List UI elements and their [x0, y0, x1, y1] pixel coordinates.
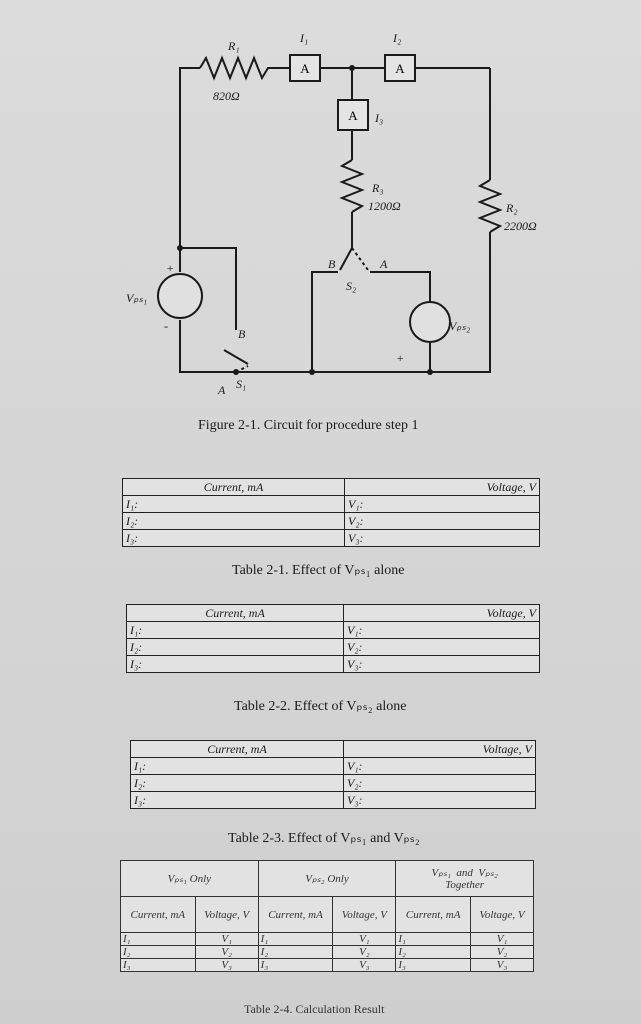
label-s2-b: B — [328, 257, 336, 271]
cell-v1: V₁: — [344, 495, 540, 513]
cell-v2: V₂: — [343, 774, 536, 792]
cell-i1: I₁: — [122, 495, 345, 513]
table-2-1-caption: Table 2-1. Effect of Vₚₛ₁ alone — [232, 563, 405, 578]
resistor-r1 — [199, 55, 290, 81]
table-2-4: Vₚₛ₁ Only Vₚₛ₂ Only Vₚₛ₁ and Vₚₛ₂ Togeth… — [120, 860, 534, 972]
cell-v2: V₂: — [343, 638, 540, 656]
circuit-diagram: A A A R₁ 820Ω I₁ I₂ I₃ R₃ 1200Ω R₂ 2200Ω… — [126, 31, 537, 397]
header-voltage-1: Voltage, V — [194, 896, 259, 933]
header-voltage-2: Voltage, V — [332, 896, 397, 933]
header-current: Current, mA — [122, 478, 345, 496]
cell-i1: I₁: — [126, 621, 344, 639]
cell-v3: V₃: — [343, 791, 536, 809]
label-plus-vps1: + — [166, 261, 174, 275]
cell-i3: I₃: — [130, 791, 344, 809]
label-i1: I₁ — [299, 31, 308, 45]
group-together: Vₚₛ₁ and Vₚₛ₂ Together — [395, 860, 534, 897]
label-r1-value: 820Ω — [213, 89, 240, 103]
label-r3-value: 1200Ω — [368, 199, 401, 213]
label-i2: I₂ — [392, 31, 401, 45]
cell-v3: V₃: — [344, 529, 540, 547]
table-2-1: Current, mA Voltage, V I₁: V₁: I₂: V₂: I… — [122, 478, 540, 547]
header-current: Current, mA — [126, 604, 344, 622]
source-vps2 — [409, 301, 451, 343]
table-2-3-caption: Table 2-3. Effect of Vₚₛ₁ and Vₚₛ₂ — [228, 831, 420, 846]
label-minus-vps1: - — [164, 319, 168, 333]
group-vps1-only: Vₚₛ₁ Only — [120, 860, 259, 897]
group-vps2-only: Vₚₛ₂ Only — [257, 860, 397, 897]
cell-i1: I₁: — [130, 757, 344, 775]
label-s1: S₁ — [236, 377, 246, 391]
header-voltage: Voltage, V — [343, 604, 540, 622]
ammeter-i1: A — [289, 54, 321, 82]
label-r2: R₂ — [505, 201, 518, 215]
label-r3: R₃ — [371, 181, 384, 195]
figure-caption: Figure 2-1. Circuit for procedure step 1 — [198, 418, 419, 433]
svg-text:A: A — [348, 108, 358, 123]
table-2-4-caption: Table 2-4. Calculation Result — [244, 1002, 385, 1016]
svg-text:A: A — [300, 61, 310, 76]
cell-v1: V₁: — [343, 757, 536, 775]
cell-i2: I₂: — [126, 638, 344, 656]
switch-s1 — [223, 349, 249, 365]
label-s1-b: B — [238, 327, 246, 341]
header-current-2: Current, mA — [257, 896, 334, 933]
label-s2: S₂ — [346, 279, 356, 293]
cell-i3: I₃: — [122, 529, 345, 547]
header-voltage: Voltage, V — [344, 478, 540, 496]
cell-i2: I₂: — [122, 512, 345, 530]
header-current-3: Current, mA — [395, 896, 472, 933]
label-plus-vps2: + — [396, 351, 404, 365]
header-current-1: Current, mA — [120, 896, 196, 933]
source-vps1 — [157, 273, 203, 319]
table-2-2-caption: Table 2-2. Effect of Vₚₛ₂ alone — [234, 699, 407, 714]
cell-i3: I₃: — [126, 655, 344, 673]
svg-text:A: A — [395, 61, 405, 76]
label-s2-a: A — [379, 257, 388, 271]
label-i3: I₃ — [374, 111, 383, 125]
resistor-r2 — [477, 179, 503, 233]
label-vps2: Vₚₛ₂ — [449, 319, 470, 333]
switch-s2 — [339, 247, 353, 271]
cell-v1: V₁: — [343, 621, 540, 639]
resistor-r3 — [339, 159, 365, 213]
table-2-3: Current, mA Voltage, V I₁: V₁: I₂: V₂: I… — [130, 740, 536, 809]
header-voltage-3: Voltage, V — [470, 896, 534, 933]
cell-v2: V₂: — [344, 512, 540, 530]
ammeter-i2: A — [384, 54, 416, 82]
label-s1-a: A — [217, 383, 226, 397]
header-voltage: Voltage, V — [343, 740, 536, 758]
cell-i2: I₂: — [130, 774, 344, 792]
circuit-wires — [179, 55, 503, 373]
table-2-2: Current, mA Voltage, V I₁: V₁: I₂: V₂: I… — [126, 604, 540, 673]
label-vps1: Vₚₛ₁ — [126, 291, 147, 305]
label-r2-value: 2200Ω — [504, 219, 537, 233]
header-current: Current, mA — [130, 740, 344, 758]
label-r1: R₁ — [227, 39, 240, 53]
cell-v3: V₃: — [343, 655, 540, 673]
ammeter-i3: A — [337, 99, 369, 131]
